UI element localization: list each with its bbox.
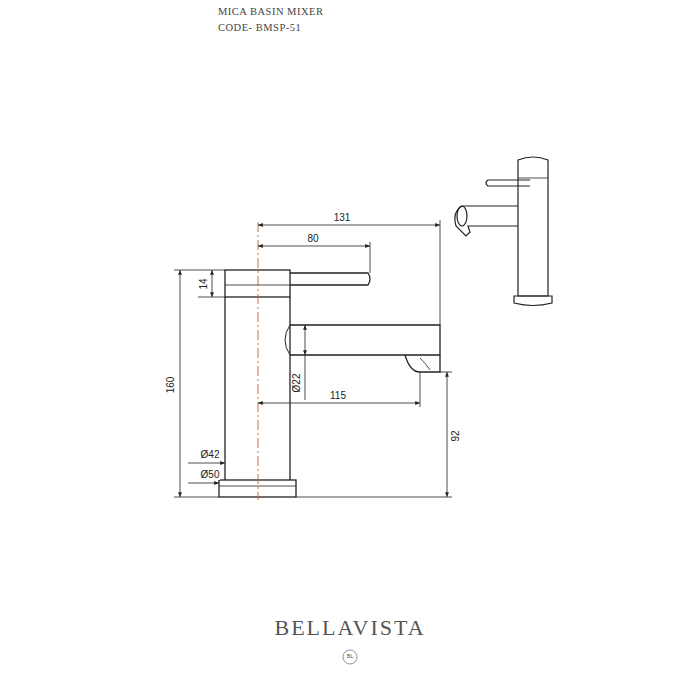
dimension: 115	[329, 391, 347, 401]
brand-logo: BL	[347, 654, 354, 660]
dimension: 131	[333, 213, 352, 223]
dimension: Ø22	[292, 373, 302, 394]
dimension: Ø50	[200, 470, 221, 480]
brand-name: BELLAVISTA	[274, 617, 425, 639]
product-code: CODE- BMSP-51	[218, 23, 301, 34]
dimension: 92	[451, 429, 461, 442]
dimension: 160	[166, 376, 176, 395]
drawing-title: MICA BASIN MIXER	[218, 7, 323, 18]
dimension: 14	[199, 277, 209, 290]
dimension: Ø42	[200, 450, 221, 460]
dimension: 80	[306, 234, 319, 244]
